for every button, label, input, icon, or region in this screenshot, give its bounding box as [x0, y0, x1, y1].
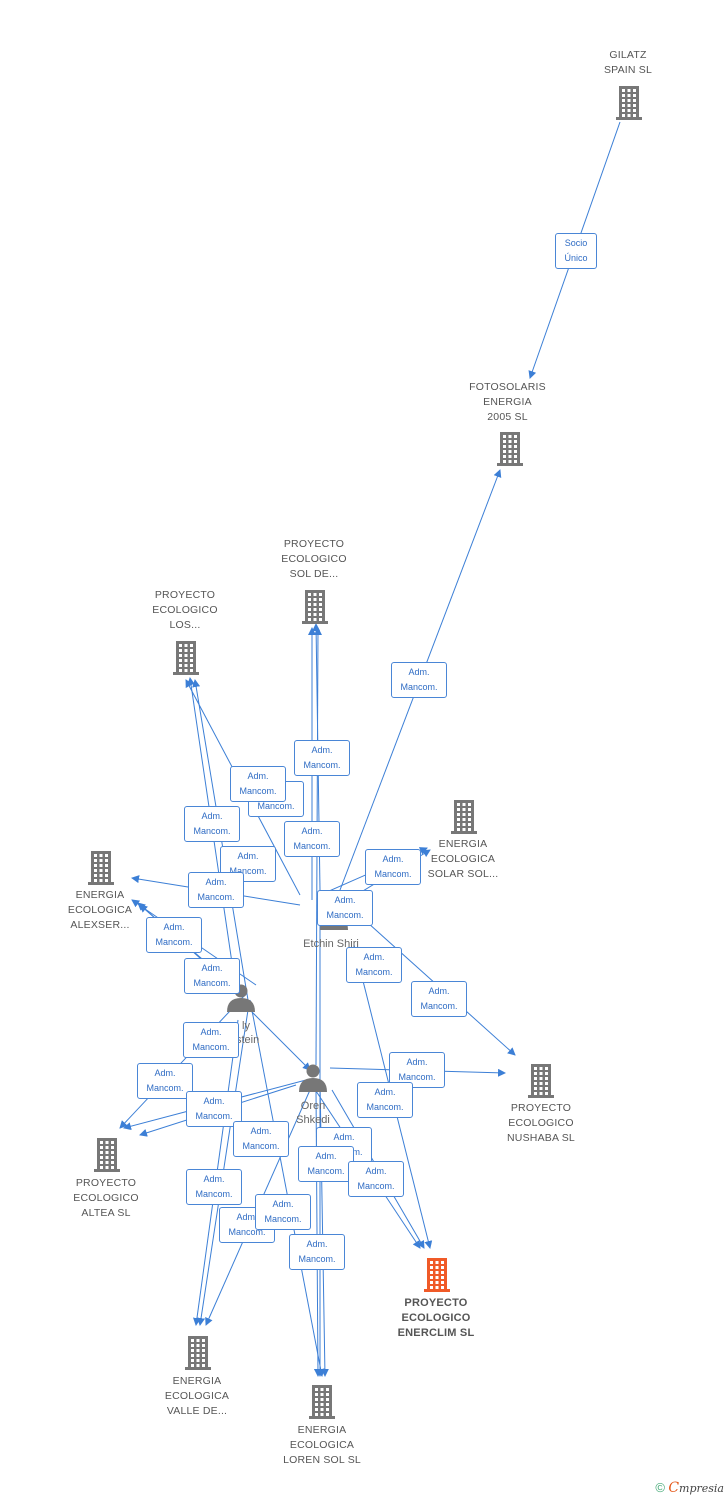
node-icons	[88, 86, 642, 1419]
relation-adm-mancom[interactable]: Adm.Mancom.	[284, 821, 340, 857]
copyright-icon: ©	[655, 1480, 665, 1495]
relation-edge-24	[197, 1009, 249, 1326]
footer-brand[interactable]: © Cmpresia	[655, 1480, 724, 1496]
relation-adm-mancom[interactable]: Adm.Mancom.	[186, 1169, 242, 1205]
relation-adm-mancom[interactable]: Adm.Mancom.	[411, 981, 467, 1017]
person-label-etchin-shiri[interactable]: Etchin Shiri	[303, 938, 359, 950]
relation-edge-29	[249, 999, 325, 1377]
relation-adm-mancom[interactable]: Adm.Mancom.	[183, 1022, 239, 1058]
relation-adm-mancom[interactable]: Adm.Mancom.	[391, 662, 447, 698]
company-label-nushaba[interactable]: PROYECTO ECOLOGICO NUSHABA SL	[507, 1102, 575, 1144]
company-label-gilatz[interactable]: GILATZ SPAIN SL	[603, 49, 653, 76]
company-label-solar-sol[interactable]: ENERGIA ECOLOGICA SOLAR SOL...	[427, 838, 499, 880]
relation-adm-mancom[interactable]: Adm.Mancom.	[294, 740, 350, 776]
relation-adm-mancom[interactable]: Adm.Mancom.	[184, 806, 240, 842]
company-label-valle[interactable]: ENERGIA ECOLOGICA VALLE DE...	[164, 1375, 230, 1417]
building-icon-enerclim[interactable]	[424, 1258, 450, 1292]
building-icon-nushaba[interactable]	[528, 1064, 554, 1098]
relation-edge-20	[119, 994, 246, 1129]
company-label-loren[interactable]: ENERGIA ECOLOGICA LOREN SOL SL	[283, 1424, 361, 1466]
relation-adm-mancom[interactable]: Adm.Mancom.	[389, 1052, 445, 1088]
company-label-sol-de[interactable]: PROYECTO ECOLOGICO SOL DE...	[281, 538, 347, 580]
building-icon-loren[interactable]	[309, 1385, 335, 1419]
brand-logo: Cmpresia	[668, 1480, 724, 1496]
relation-adm-mancom[interactable]: Adm.Mancom.	[184, 958, 240, 994]
company-label-alexser[interactable]: ENERGIA ECOLOGICA ALEXSER...	[67, 889, 133, 931]
relation-adm-mancom[interactable]: Adm.Mancom.	[365, 849, 421, 885]
relation-adm-mancom[interactable]: Adm.Mancom.	[230, 766, 286, 802]
building-icon-alexser[interactable]	[88, 851, 114, 885]
person-label-oren-shkedi[interactable]: Oren Shkedi	[296, 1100, 330, 1126]
building-icon-gilatz[interactable]	[616, 86, 642, 120]
building-icon-solar-sol[interactable]	[451, 800, 477, 834]
relation-adm-mancom[interactable]: Adm.Mancom.	[298, 1146, 354, 1182]
relation-adm-mancom[interactable]: Adm.Mancom.	[289, 1234, 345, 1270]
person-label-ely-stein[interactable]: ly stein	[236, 1020, 260, 1046]
relation-adm-mancom[interactable]: Adm.Mancom.	[137, 1063, 193, 1099]
person-icon-oren-shkedi[interactable]	[299, 1064, 327, 1093]
relation-edge-15	[347, 904, 516, 1056]
relation-adm-mancom[interactable]: Adm.Mancom.	[346, 947, 402, 983]
company-label-los[interactable]: PROYECTO ECOLOGICO LOS...	[152, 589, 218, 631]
relation-adm-mancom[interactable]: Adm.Mancom.	[255, 1194, 311, 1230]
building-icon-sol-de[interactable]	[302, 590, 328, 624]
relation-adm-mancom[interactable]: Adm.Mancom.	[186, 1091, 242, 1127]
building-icon-altea[interactable]	[94, 1138, 120, 1172]
company-label-enerclim[interactable]: PROYECTO ECOLOGICO ENERCLIM SL	[397, 1297, 475, 1339]
relation-adm-mancom[interactable]: Adm.Mancom.	[357, 1082, 413, 1118]
relation-adm-mancom[interactable]: Adm.Mancom.	[348, 1161, 404, 1197]
relation-adm-mancom[interactable]: Adm.Mancom.	[233, 1121, 289, 1157]
company-label-fotosolaris[interactable]: FOTOSOLARIS ENERGIA 2005 SL	[469, 381, 546, 423]
relation-adm-mancom[interactable]: Adm.Mancom.	[188, 872, 244, 908]
building-icon-valle[interactable]	[185, 1336, 211, 1370]
relation-adm-mancom[interactable]: Adm.Mancom.	[317, 890, 373, 926]
relation-adm-mancom[interactable]: Adm.Mancom.	[146, 917, 202, 953]
company-label-altea[interactable]: PROYECTO ECOLOGICO ALTEA SL	[73, 1177, 139, 1219]
building-icon-fotosolaris[interactable]	[497, 432, 523, 466]
building-icon-los[interactable]	[173, 641, 199, 675]
